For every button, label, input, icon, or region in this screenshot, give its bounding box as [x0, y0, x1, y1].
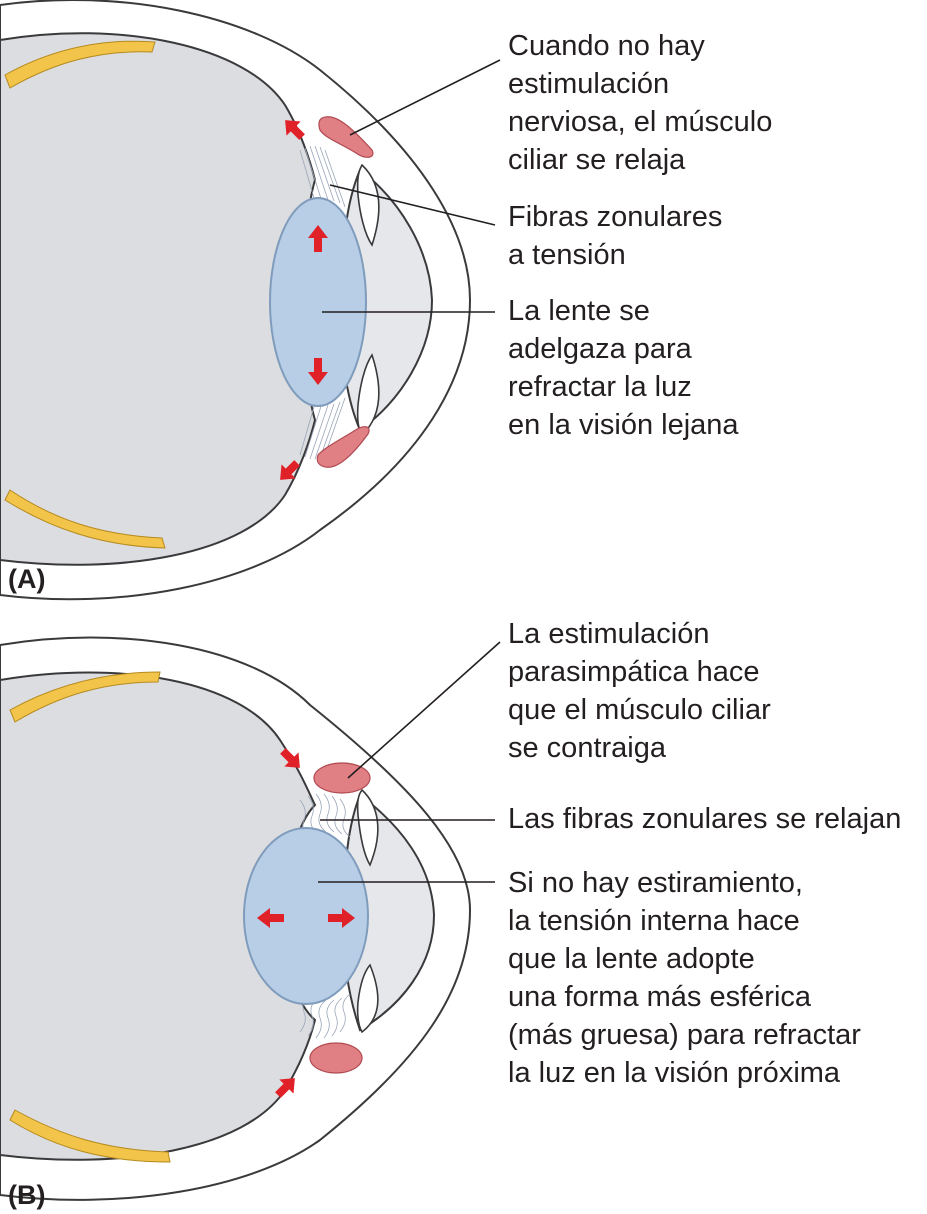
panel-b: La estimulación parasimpática hace que e…	[0, 618, 901, 1210]
caption-lens-b: Si no hay estiramiento, la tensión inter…	[508, 867, 869, 1089]
red-arrow-icon	[257, 748, 355, 1098]
lens-thin	[269, 197, 367, 407]
panel-label-a: (A)	[8, 564, 45, 594]
leader-muscle-b	[347, 641, 501, 779]
iris-lower	[356, 353, 380, 437]
iris-upper	[356, 163, 380, 247]
caption-muscle-b: La estimulación parasimpática hace que e…	[508, 618, 779, 764]
ciliary-muscle-upper	[318, 116, 374, 158]
retina-upper	[4, 40, 156, 89]
caption-fibers-b: Las fibras zonulares se relajan	[508, 803, 901, 835]
caption-fibers-a: Fibras zonulares a tensión	[508, 201, 730, 271]
lens-thick	[243, 827, 369, 1005]
panel-a: Cuando no hay estimulación nerviosa, el …	[0, 0, 780, 601]
caption-lens-a: La lente se adelgaza para refractar la l…	[508, 295, 739, 441]
vitreous-chamber	[0, 32, 317, 566]
zonular-fibers-upper	[299, 145, 346, 208]
ciliary-muscle-lower	[309, 1042, 363, 1074]
zonular-fibers-lower	[299, 397, 346, 460]
retina-upper	[9, 671, 161, 723]
caption-muscle-a: Cuando no hay estimulación nerviosa, el …	[508, 30, 780, 176]
leader-fibers-a	[329, 184, 496, 226]
zonular-fibers-lower	[299, 993, 351, 1039]
red-arrow-icon	[280, 120, 328, 480]
retina-lower	[4, 489, 166, 549]
leader-muscle-a	[349, 59, 501, 136]
ciliary-muscle-lower	[316, 426, 370, 468]
ciliary-muscle-upper	[313, 762, 371, 794]
retina-lower	[9, 1109, 171, 1163]
iris-lower	[356, 963, 379, 1034]
panel-label-b: (B)	[8, 1180, 45, 1210]
iris-upper	[356, 788, 379, 867]
